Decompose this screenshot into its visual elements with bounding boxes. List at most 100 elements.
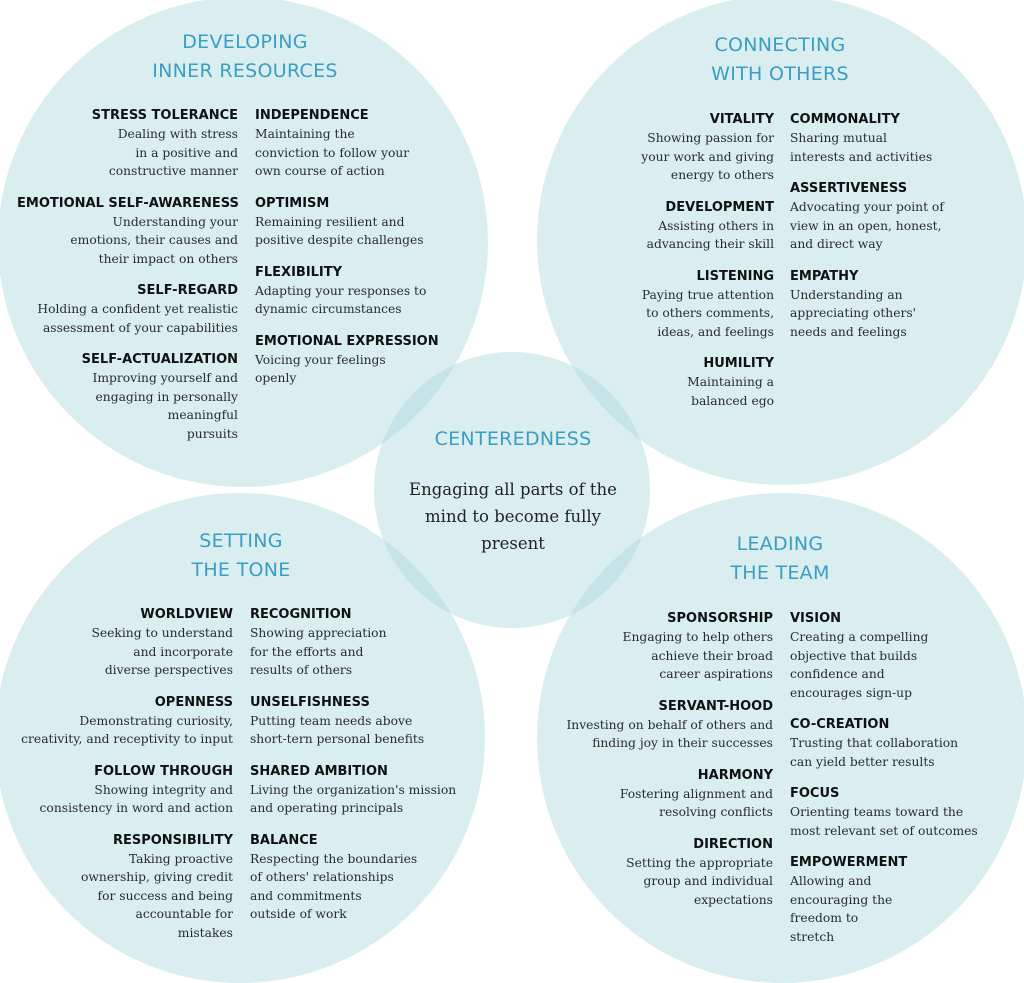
description-line: Assisting others in [658, 218, 774, 233]
competency-item: OPENNESS Demonstrating curiosity,creativi… [12, 693, 233, 749]
description-line: dynamic circumstances [255, 302, 402, 316]
description-line: Setting the appropriate [626, 855, 773, 870]
description-line: finding joy in their successes [592, 736, 773, 750]
description-line: most relevant set of outcomes [790, 823, 978, 838]
center-title: CENTEREDNESS [434, 428, 592, 450]
quadrant-title-line: CONNECTING [714, 34, 846, 56]
description-line: for success and being [97, 888, 233, 903]
description-line: own course of action [255, 164, 385, 178]
description-line: to others comments, [646, 306, 774, 320]
description-line: and incorporate [133, 644, 233, 659]
description-line: conviction to follow your [255, 145, 410, 160]
description-line: Maintaining a [687, 375, 774, 389]
description-line: can yield better results [790, 754, 935, 769]
competency-description: Demonstrating curiosity,creativity, and … [12, 712, 233, 749]
description-line: stretch [790, 929, 835, 944]
description-line: Showing passion for [647, 131, 774, 145]
competency-title: HUMILITY [703, 356, 774, 371]
description-line: needs and feelings [790, 324, 907, 339]
description-line: Showing integrity and [94, 782, 233, 797]
competency-item: SELF-REGARD Holding a confident yet reali… [17, 281, 238, 337]
description-line: appreciating others' [790, 306, 917, 320]
description-line: consistency in word and action [39, 801, 233, 815]
description-line: meaningful [167, 408, 238, 422]
competency-title: COMMONALITY [790, 112, 900, 127]
competency-title: CO-CREATION [790, 717, 890, 732]
description-line: results of others [250, 663, 353, 677]
competency-title: SELF-REGARD [137, 283, 238, 298]
competency-title: SERVANT-HOOD [658, 698, 774, 714]
competency-title: VISION [790, 611, 842, 626]
quadrant-title-line: SETTING [199, 530, 283, 552]
competency-title: ASSERTIVENESS [790, 181, 908, 196]
description-line: Respecting the boundaries [250, 851, 418, 866]
description-line: ownership, giving credit [80, 870, 233, 884]
description-line: confidence and [790, 667, 885, 681]
competency-title: RESPONSIBILITY [112, 832, 233, 848]
competency-title: HARMONY [697, 767, 773, 783]
description-line: of others' relationships [250, 870, 394, 884]
competency-description: Setting the appropriate group and individ… [555, 854, 773, 910]
description-line: Sharing mutual [790, 131, 887, 145]
competency-title: EMPOWERMENT [790, 855, 908, 870]
competency-title: DIRECTION [693, 836, 773, 852]
description-line: constructive manner [108, 164, 238, 178]
circle-leading-the-team [537, 493, 1024, 983]
competency-title: INDEPENDENCE [255, 108, 369, 123]
competency-title: FLEXIBILITY [255, 264, 343, 280]
description-line: for the efforts and [250, 644, 364, 659]
description-line: Engaging to help others [622, 630, 774, 644]
description-line: Living the organization's mission [250, 782, 457, 797]
competency-title: OPENNESS [154, 694, 233, 710]
competency-title: SELF-ACTUALIZATION [81, 352, 238, 367]
description-line: their impact on others [98, 251, 238, 266]
description-line: Holding a confident yet realistic [37, 302, 238, 316]
competency-title: BALANCE [250, 832, 318, 848]
description-line: energy to others [670, 168, 774, 182]
description-line: career aspirations [659, 667, 773, 681]
description-line: Orienting teams toward the [790, 805, 964, 819]
quadrant-title-setting-the-tone: SETTING THE TONE [116, 527, 366, 585]
description-line: group and individual [643, 874, 773, 888]
description-line: freedom to [790, 911, 859, 925]
description-line: engaging in personally [95, 389, 238, 404]
quadrant-title-leading-the-team: LEADING THE TEAM [655, 530, 905, 588]
description-line: and direct way [790, 237, 883, 251]
circle-connecting-with-others [537, 0, 1024, 485]
description-line: Taking proactive [128, 851, 233, 866]
description-line: openly [255, 371, 297, 385]
description-line: and operating principals [250, 801, 404, 815]
competency-title: VITALITY [709, 112, 774, 127]
